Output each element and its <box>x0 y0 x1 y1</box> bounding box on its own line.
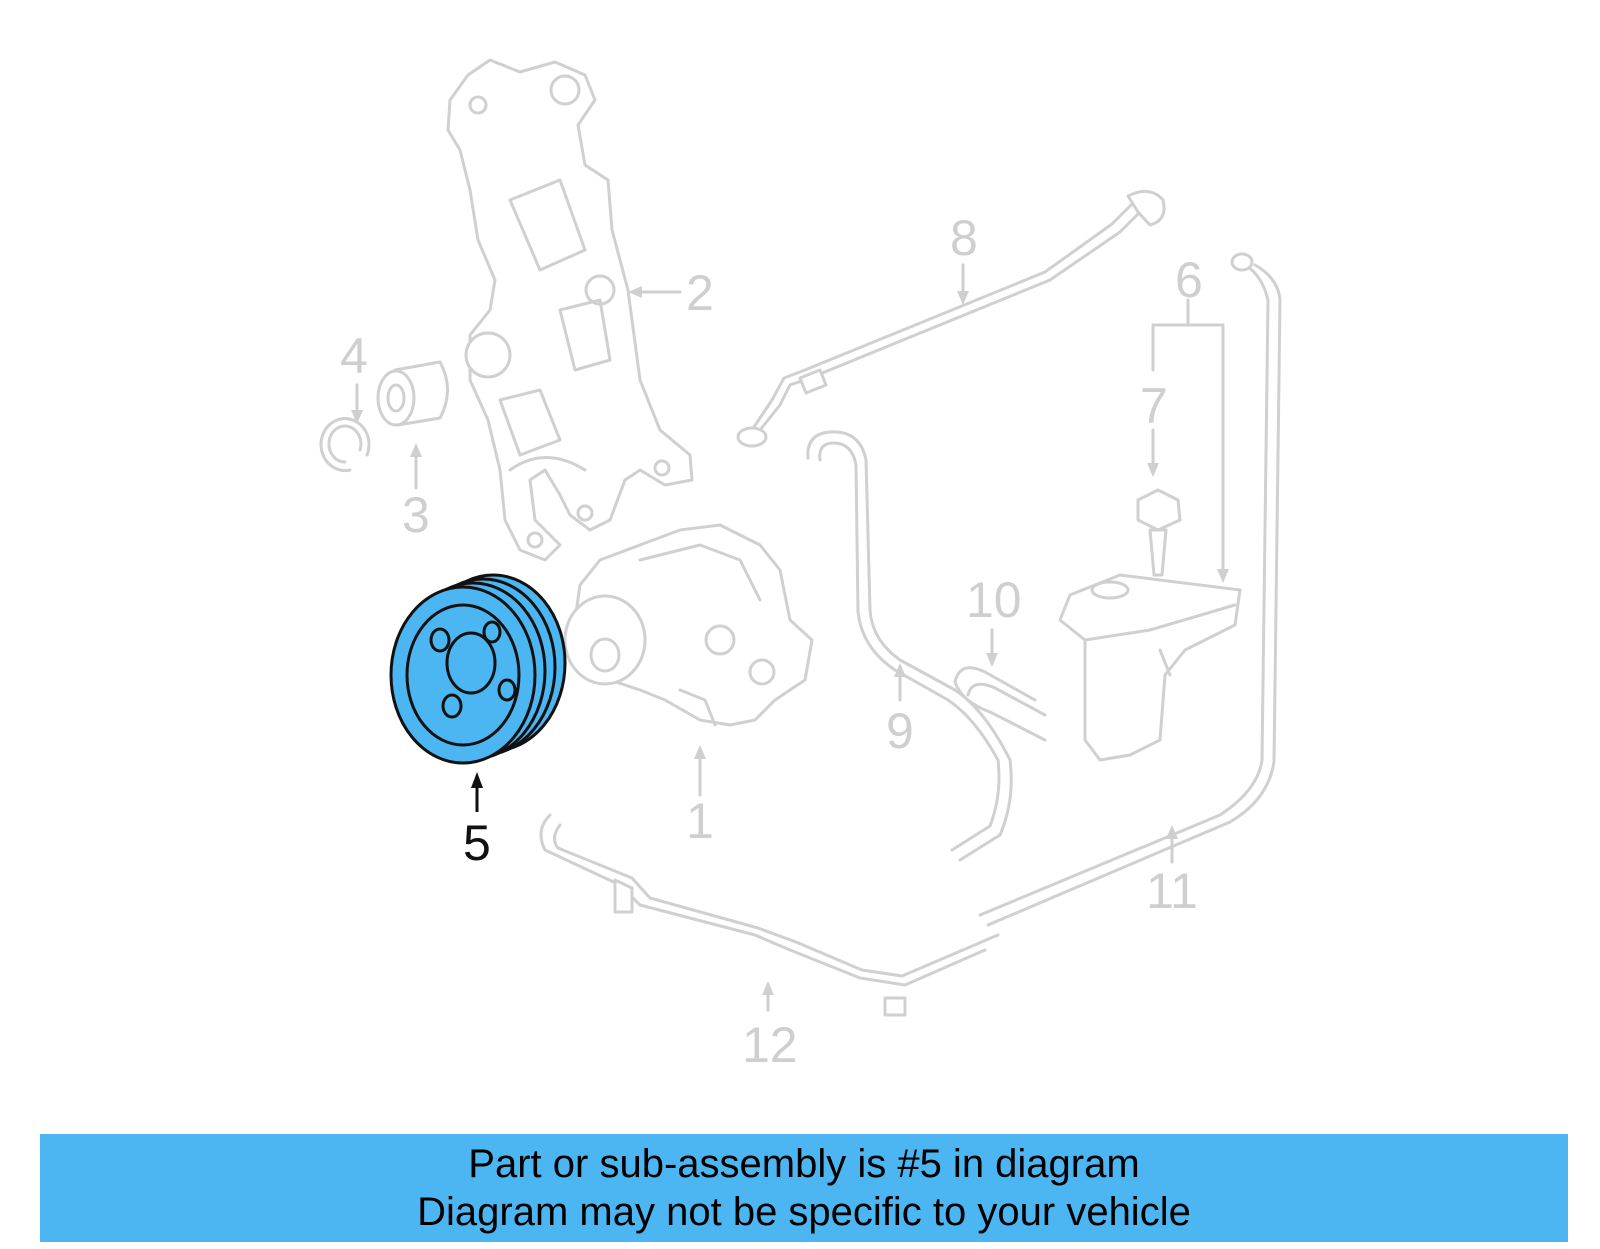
callout-11[interactable]: 11 <box>1146 863 1198 919</box>
part-3-bushing[interactable] <box>376 360 449 427</box>
callout-4[interactable]: 4 <box>340 328 368 384</box>
callout-9[interactable]: 9 <box>886 703 914 759</box>
part-12-line[interactable] <box>539 813 1000 1017</box>
part-2-bracket[interactable] <box>446 58 694 562</box>
callout-5[interactable]: 5 <box>463 815 491 871</box>
callout-12[interactable]: 12 <box>742 1017 798 1073</box>
callout-10[interactable]: 10 <box>966 572 1022 628</box>
banner-line-1: Part or sub-assembly is #5 in diagram <box>468 1142 1140 1186</box>
callout-6[interactable]: 6 <box>1175 252 1203 308</box>
leaders-inactive <box>351 263 1229 1012</box>
part-4-snap-ring[interactable] <box>319 417 371 473</box>
callout-2[interactable]: 2 <box>686 265 714 321</box>
callout-1[interactable]: 1 <box>686 793 714 849</box>
info-banner: Part or sub-assembly is #5 in diagram Di… <box>40 1134 1568 1242</box>
part-6-reservoir[interactable] <box>1058 573 1242 762</box>
leader-5-active <box>471 772 483 812</box>
part-9-line[interactable] <box>806 430 1013 862</box>
part-11-hose[interactable] <box>978 252 1282 927</box>
part-10-clip[interactable] <box>953 666 1047 742</box>
part-7-cap[interactable] <box>1136 488 1182 577</box>
part-1-pump[interactable] <box>563 523 814 727</box>
part-8-hose[interactable] <box>736 189 1166 448</box>
callout-7[interactable]: 7 <box>1140 378 1168 434</box>
banner-line-2: Diagram may not be specific to your vehi… <box>417 1190 1191 1234</box>
part-5-pulley[interactable] <box>389 573 567 765</box>
callout-8[interactable]: 8 <box>950 210 978 266</box>
callout-3[interactable]: 3 <box>402 487 430 543</box>
